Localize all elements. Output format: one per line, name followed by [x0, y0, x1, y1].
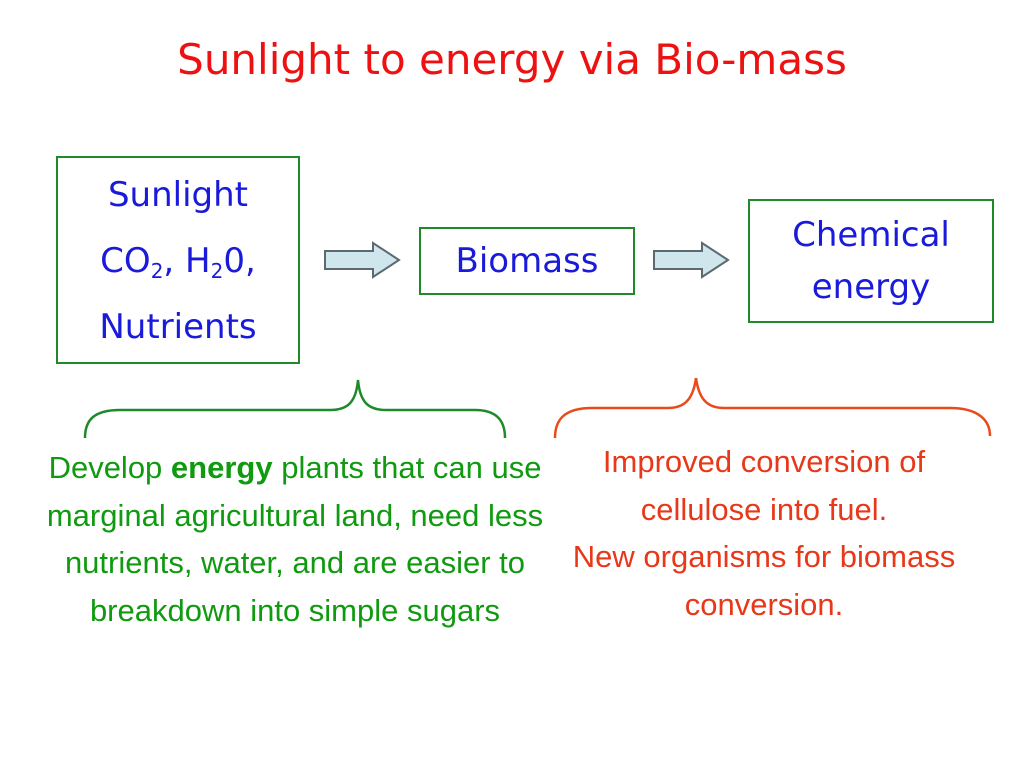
chemical-energy-box: Chemical energy [748, 199, 994, 323]
inputs-box: Sunlight CO2, H20, Nutrients [56, 156, 300, 364]
arrow-shape [324, 241, 401, 279]
arrow-shape [653, 241, 730, 279]
caption-left-after: plants that can use marginal agricultura… [46, 450, 544, 628]
co2-h2o-label: CO2, H20, [58, 228, 298, 294]
h2o-subscript: 2 [210, 259, 224, 283]
comma-text: , [163, 241, 175, 281]
co2-subscript: 2 [150, 259, 164, 283]
co2-text: CO [100, 241, 151, 281]
left-brace-shape [83, 379, 507, 439]
energy-plants-caption: Develop energy plants that can use margi… [40, 444, 550, 634]
caption-right-line1: Improved conversion of cellulose into fu… [602, 444, 926, 527]
left-curly-brace-icon [83, 379, 507, 439]
right-curly-brace-icon [553, 377, 992, 439]
slide-title: Sunlight to energy via Bio-mass [177, 35, 847, 84]
chemical-label: Chemical [792, 215, 950, 255]
right-brace-shape [553, 377, 992, 439]
caption-left-bold: energy [170, 450, 273, 485]
biomass-box: Biomass [419, 227, 635, 295]
caption-left-before: Develop [48, 450, 171, 485]
arrow-right-icon [653, 241, 730, 279]
nutrients-label: Nutrients [99, 307, 257, 347]
caption-right-line2: New organisms for biomass conversion. [572, 539, 956, 622]
h2o-text: H [185, 241, 211, 281]
energy-label: energy [811, 267, 931, 307]
h2o-tail-text: 0, [223, 241, 256, 281]
arrow-right-icon [324, 241, 401, 279]
sunlight-label: Sunlight [107, 175, 249, 215]
conversion-caption: Improved conversion of cellulose into fu… [548, 438, 980, 628]
biomass-label: Biomass [455, 241, 599, 281]
